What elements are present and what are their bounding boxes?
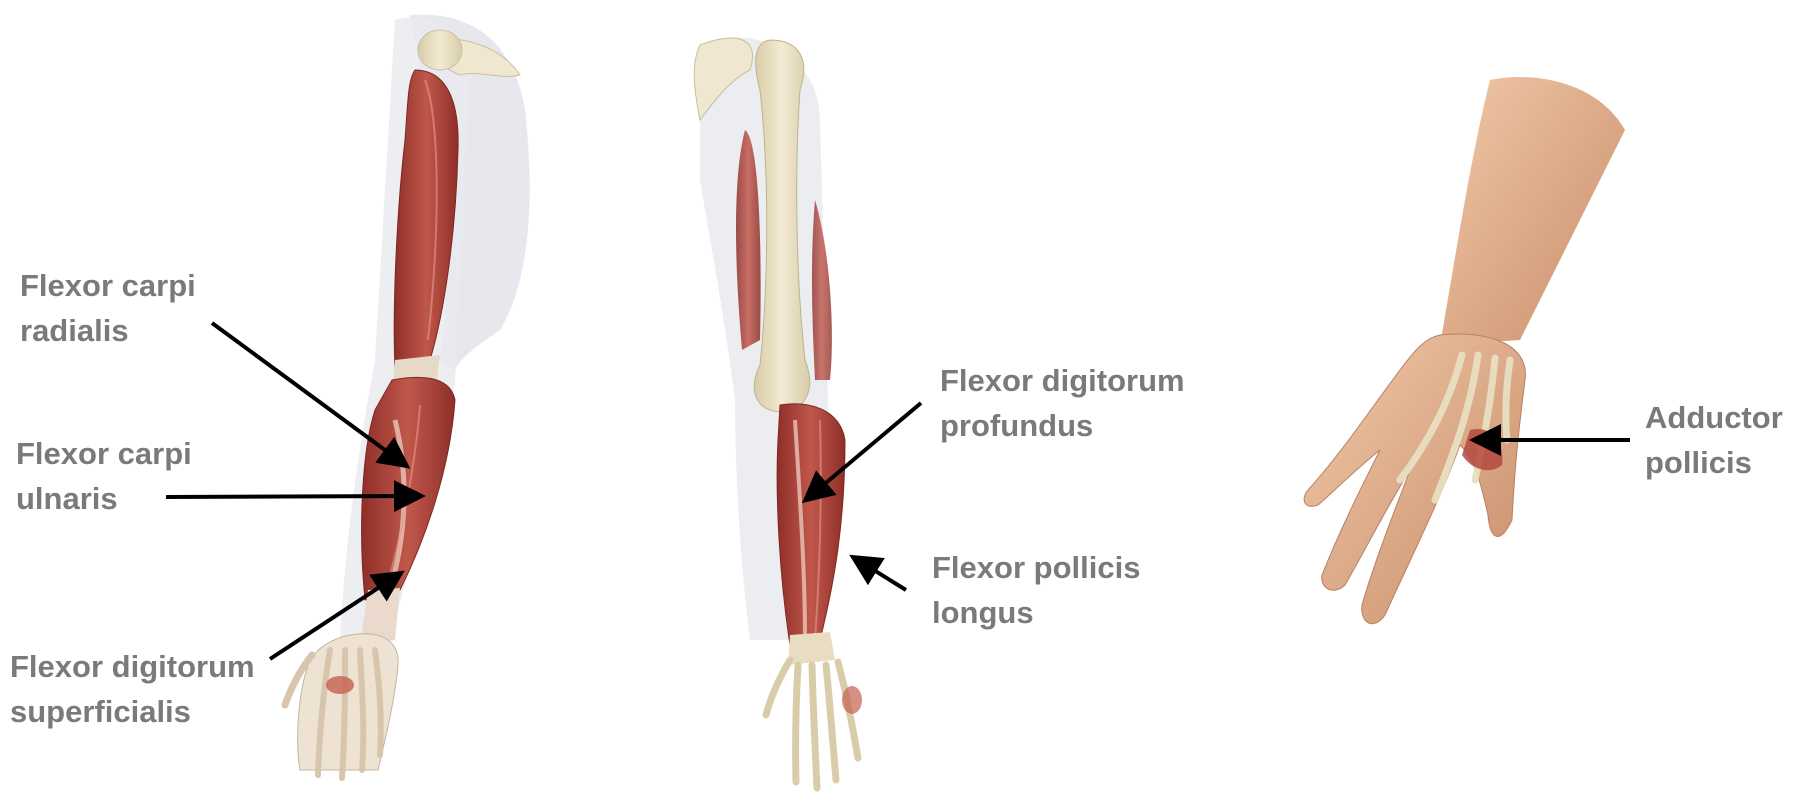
label-line-2: profundus [940,403,1185,448]
arm-anterior-deep [694,37,862,788]
arrow-flexor-carpi-ulnaris [166,496,418,497]
label-line-1: Flexor digitorum [940,358,1185,403]
arm-anterior-superficial [285,15,530,778]
label-line-1: Flexor carpi [16,431,192,476]
label-line-1: Flexor pollicis [932,545,1140,590]
hand-skin-view [1304,77,1625,624]
label-line-2: longus [932,590,1140,635]
label-flexor-carpi-ulnaris: Flexor carpi ulnaris [16,431,192,521]
label-line-2: pollicis [1645,440,1783,485]
label-line-1: Adductor [1645,395,1783,440]
label-flexor-pollicis-longus: Flexor pollicis longus [932,545,1140,635]
label-flexor-digitorum-profundus: Flexor digitorum profundus [940,358,1185,448]
label-adductor-pollicis: Adductor pollicis [1645,395,1783,485]
label-line-2: superficialis [10,689,255,734]
label-line-2: ulnaris [16,476,192,521]
arrow-flexor-pollicis-longus [856,559,906,590]
label-line-1: Flexor digitorum [10,644,255,689]
label-line-2: radialis [20,308,196,353]
label-flexor-digitorum-superficialis: Flexor digitorum superficialis [10,644,255,734]
label-line-1: Flexor carpi [20,263,196,308]
label-flexor-carpi-radialis: Flexor carpi radialis [20,263,196,353]
